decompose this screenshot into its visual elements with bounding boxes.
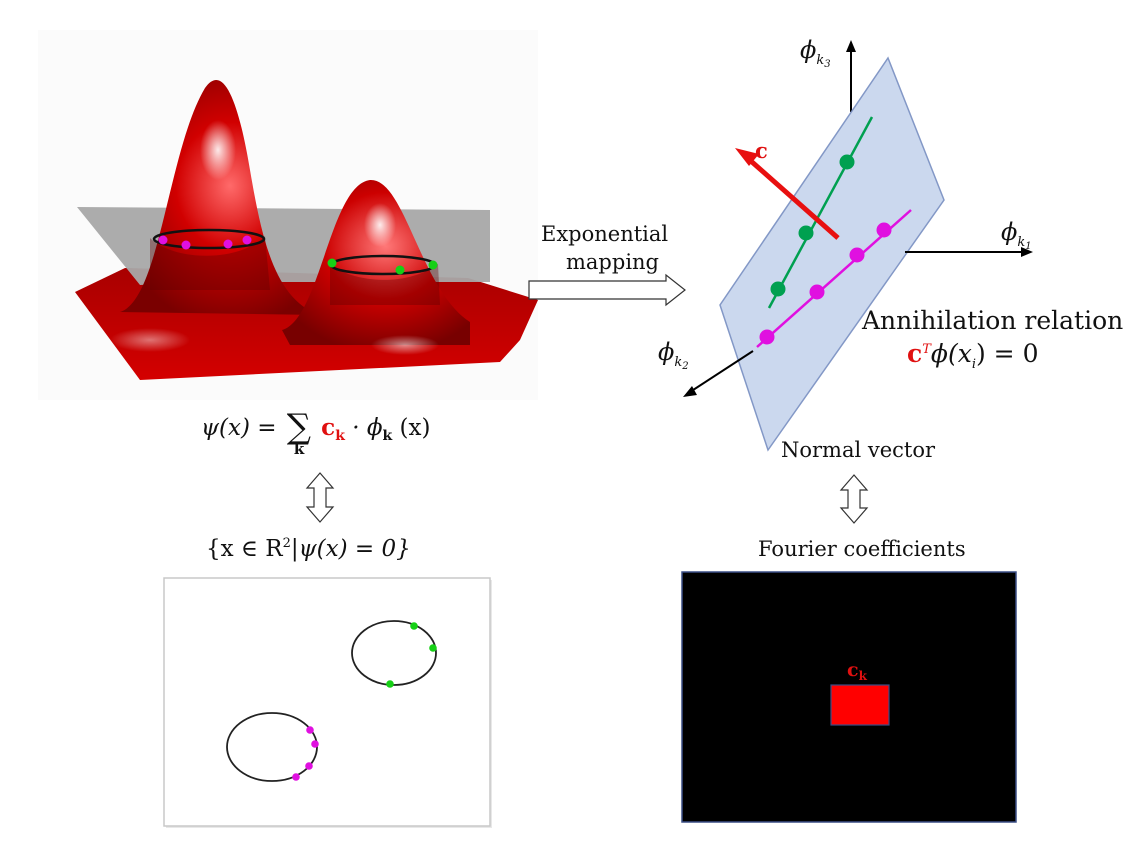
exponential-label: Exponential <box>541 222 669 246</box>
double-arrow-right <box>839 474 869 524</box>
peak-left <box>120 80 320 315</box>
fourier-coefficients-image <box>681 571 1017 823</box>
axis-phi-k1-label: ϕk1 <box>1001 218 1032 252</box>
ck-label: ck <box>847 659 867 683</box>
zero-level-set-image <box>163 577 492 828</box>
peak-right <box>282 179 470 345</box>
hyperplane <box>719 56 945 452</box>
axis-phi-k2-label: ϕk2 <box>658 338 689 372</box>
normal-vector-label: Normal vector <box>781 438 936 462</box>
feature-space <box>683 40 1033 452</box>
mapping-arrow <box>528 273 686 307</box>
fourier-label: Fourier coefficients <box>758 537 966 561</box>
mapping-label: mapping <box>566 250 660 274</box>
zero-set-equation: {x ∈ R2|ψ(x) = 0} <box>206 536 411 562</box>
green-line <box>767 116 874 309</box>
contour-left <box>152 228 266 250</box>
annihilation-label: Annihilation relation <box>862 306 1124 335</box>
vector-c-label: c <box>755 138 768 163</box>
circle-top-right <box>351 620 437 686</box>
coefficient-block <box>830 684 890 726</box>
axis-phi-k3-label: ϕk3 <box>800 36 831 70</box>
double-arrow-left <box>305 472 335 523</box>
level-set-surface <box>38 30 538 400</box>
psi-equation: ψ(x) = ∑ k ck · ϕk (x) <box>201 407 431 458</box>
annihilation-equation: cTϕ(xi) = 0 <box>907 339 1039 372</box>
normal-vector-c <box>750 160 840 240</box>
